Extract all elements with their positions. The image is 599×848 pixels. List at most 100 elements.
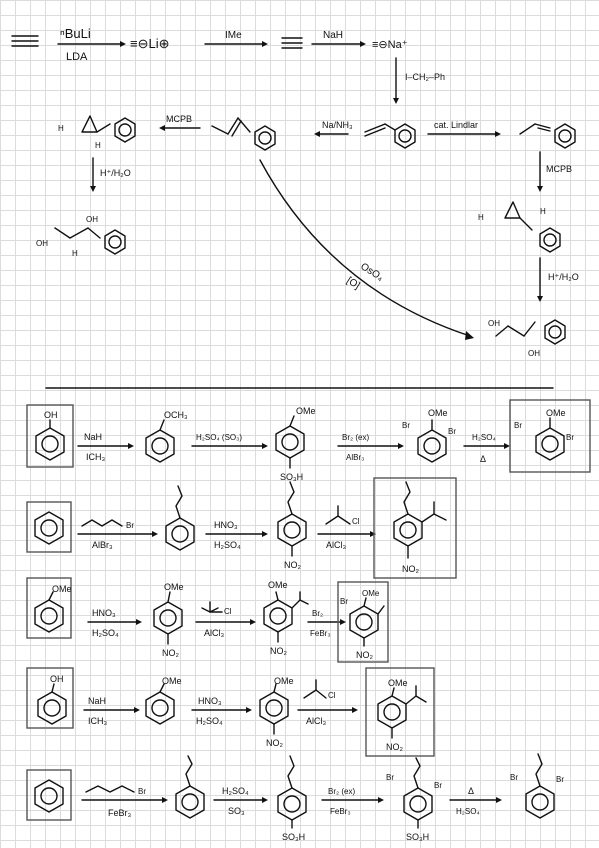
reagent-label: H₂SO₄ xyxy=(92,628,119,638)
hydrogen-label: H xyxy=(540,207,546,216)
trans-alkene-structure xyxy=(211,117,276,151)
reagent-label: NaH xyxy=(323,30,343,41)
synthesis-row-2: Br AlBr₃ HNO₃ H₂SO₄ NO₂ Cl AlCl₃ NO₂ xyxy=(26,477,457,579)
arrow-head xyxy=(537,296,543,302)
synthesis-row-5: Br FeBr₃ H₂SO₄ SO₃ SO₃H Br₂ (ex) FeBr₃ B… xyxy=(26,753,564,842)
substituent-label: Br xyxy=(556,775,564,784)
synthesis-row-3: OMe HNO₃ H₂SO₄ OMe NO₂ Cl AlCl₃ OMe NO₂ … xyxy=(26,577,389,663)
benzene-ring xyxy=(525,785,555,819)
reagent-label: AlBr₃ xyxy=(346,453,364,462)
substituent-label: Br xyxy=(448,427,456,436)
substituent-label: Br xyxy=(402,421,410,430)
product-box xyxy=(373,477,457,579)
substituent-label: NO₂ xyxy=(402,564,420,574)
substituent-label: OMe xyxy=(546,408,566,418)
tert-butyl-group xyxy=(377,605,385,615)
reagent-label: Cl xyxy=(328,691,336,700)
hydrogen-label: H xyxy=(478,213,484,222)
hydroxyl-label: OH xyxy=(528,349,540,358)
reagent-label: H₂SO₄ xyxy=(472,433,496,442)
trans-epoxide-structure xyxy=(81,115,136,143)
reagent-label: SO₃ xyxy=(228,806,245,816)
top-scheme: ⁿBuLi LDA ≡⊖Li⊕ IMe NaH ≡⊖Na⁺ I–CH₂–Ph c… xyxy=(11,26,579,358)
acetyl-group xyxy=(405,695,427,705)
substituent-label: OMe xyxy=(362,589,380,598)
arrow-head xyxy=(360,41,366,47)
hydroxyl-label: OH xyxy=(36,239,48,248)
substituent-label: OMe xyxy=(52,584,72,594)
substituent-label: Br xyxy=(386,773,394,782)
arrow-head xyxy=(90,186,96,192)
reagent-label: NaH xyxy=(88,696,106,706)
reagent-label: H₂SO₄ xyxy=(222,786,249,796)
benzene-ring xyxy=(259,691,289,725)
reagent-label: Cl xyxy=(352,517,360,526)
arrow-head xyxy=(465,331,474,340)
benzene-ring xyxy=(403,787,433,821)
alkyl-chain xyxy=(85,785,135,793)
benzene-ring xyxy=(263,599,293,633)
product-box xyxy=(337,581,389,663)
arrow-head xyxy=(495,131,501,137)
reagent-label: FeBr₃ xyxy=(310,629,331,638)
curved-reaction-arrow xyxy=(259,159,471,337)
left-diol-structure xyxy=(54,227,126,255)
reagent-label: HNO₃ xyxy=(198,696,222,706)
reagent-label: H⁺/H₂O xyxy=(548,272,579,282)
reagent-label: Br₂ xyxy=(312,609,323,618)
alkyl-chain xyxy=(175,485,183,519)
substituent-label: Br xyxy=(434,781,442,790)
substituent-label: NO₂ xyxy=(284,560,302,570)
starting-material-box xyxy=(26,667,74,729)
reagent-label: Cl xyxy=(224,607,232,616)
arrow-head xyxy=(159,125,165,131)
benzene-ring xyxy=(34,511,64,545)
tert-butyl-group xyxy=(291,599,309,609)
reagent-label: AlCl₃ xyxy=(326,540,347,550)
reagent-label: H₂SO₄ xyxy=(214,540,241,550)
reagent-label: AlBr₃ xyxy=(92,540,113,550)
reagent-label: cat. Lindlar xyxy=(434,120,478,130)
starting-material-box xyxy=(26,577,72,639)
synthesis-row-4: OH NaH ICH₃ OMe HNO₃ H₂SO₄ OMe NO₂ Cl Al… xyxy=(26,667,435,757)
cis-alkene-structure xyxy=(519,123,576,149)
hydroxyl-label: OH xyxy=(488,319,500,328)
benzene-ring xyxy=(165,517,195,551)
benzene-ring xyxy=(153,601,183,635)
substituent-label: OH xyxy=(50,674,64,684)
substituent-label: NO₂ xyxy=(356,650,374,660)
alkyl-chain xyxy=(403,481,411,515)
reagent-label: H₂SO₄ xyxy=(456,807,480,816)
substituent-label: OMe xyxy=(296,406,316,416)
product-box xyxy=(509,399,591,473)
reagent-label: Δ xyxy=(468,786,474,796)
acetyl-chloride xyxy=(325,515,351,525)
substituent-label: OMe xyxy=(428,408,448,418)
benzene-ring xyxy=(417,429,447,463)
substituent-label: OMe xyxy=(274,676,294,686)
right-diol-structure xyxy=(495,319,566,345)
reagent-label: H⁺/H₂O xyxy=(100,168,131,178)
arrow-head xyxy=(314,131,320,137)
substituent-label: SO₃H xyxy=(282,832,305,842)
starting-material-box xyxy=(26,404,74,468)
substituent-label: Br xyxy=(510,773,518,782)
substituent-label: OCH₃ xyxy=(164,410,188,420)
reagent-label: Na/NH₃ xyxy=(322,120,353,130)
reagent-label: ICH₃ xyxy=(88,716,107,726)
hydrogen-label: H xyxy=(58,124,64,133)
species-label: ≡⊖Na⁺ xyxy=(372,39,408,51)
hydrogen-label: H xyxy=(95,141,101,150)
alkyl-chain xyxy=(287,481,295,515)
benzene-ring xyxy=(145,429,175,463)
substituent-label: OH xyxy=(44,410,58,420)
reagent-label: Δ xyxy=(480,454,486,464)
reagent-label: AlCl₃ xyxy=(204,628,225,638)
reagent-label: HNO₃ xyxy=(214,520,238,530)
acetyl-group xyxy=(421,513,447,523)
substituent-label: OMe xyxy=(162,676,182,686)
reagent-label: Br₂ (ex) xyxy=(328,787,355,796)
arrow-head xyxy=(537,186,543,192)
